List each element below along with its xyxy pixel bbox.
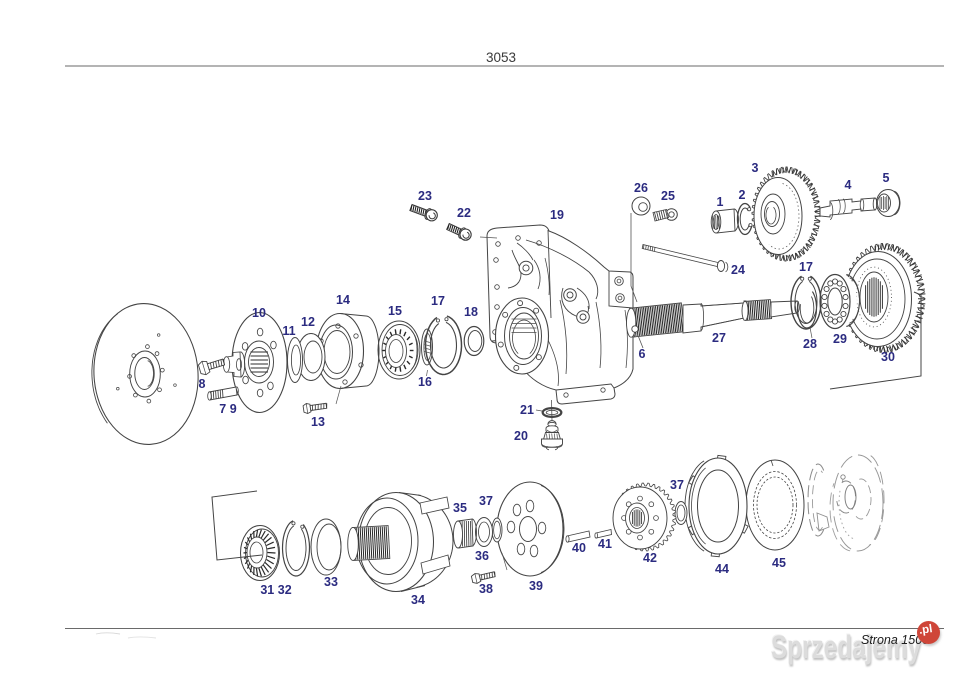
svg-text:37: 37 — [479, 494, 493, 508]
svg-text:35: 35 — [453, 501, 467, 515]
svg-text:1: 1 — [717, 195, 724, 209]
svg-text:38: 38 — [479, 582, 493, 596]
svg-text:26: 26 — [634, 181, 648, 195]
svg-text:39: 39 — [529, 579, 543, 593]
svg-text:17: 17 — [799, 260, 813, 274]
svg-text:10: 10 — [252, 306, 266, 320]
svg-text:29: 29 — [833, 332, 847, 346]
svg-text:25: 25 — [661, 189, 675, 203]
svg-text:3053: 3053 — [486, 50, 516, 65]
svg-text:31 32: 31 32 — [260, 583, 291, 597]
svg-text:3: 3 — [752, 161, 759, 175]
svg-text:45: 45 — [772, 556, 786, 570]
svg-text:40: 40 — [572, 541, 586, 555]
svg-text:6: 6 — [639, 347, 646, 361]
svg-text:2: 2 — [739, 188, 746, 202]
svg-text:23: 23 — [418, 189, 432, 203]
svg-text:8: 8 — [199, 377, 206, 391]
svg-text:42: 42 — [643, 551, 657, 565]
svg-text:11: 11 — [282, 324, 295, 338]
svg-text:37: 37 — [670, 478, 684, 492]
svg-text:7 9: 7 9 — [219, 402, 236, 416]
svg-text:33: 33 — [324, 575, 338, 589]
svg-text:19: 19 — [550, 208, 564, 222]
svg-text:34: 34 — [411, 593, 425, 607]
svg-text:27: 27 — [712, 331, 726, 345]
svg-text:12: 12 — [301, 315, 315, 329]
svg-text:15: 15 — [388, 304, 402, 318]
svg-text:17: 17 — [431, 294, 445, 308]
svg-text:24: 24 — [731, 263, 745, 277]
svg-text:13: 13 — [311, 415, 325, 429]
svg-text:4: 4 — [845, 178, 852, 192]
svg-text:16: 16 — [418, 375, 432, 389]
svg-text:30: 30 — [881, 350, 895, 364]
svg-text:41: 41 — [598, 537, 612, 551]
svg-text:21: 21 — [520, 403, 534, 417]
svg-text:36: 36 — [475, 549, 489, 563]
svg-text:28: 28 — [803, 337, 817, 351]
svg-text:5: 5 — [883, 171, 890, 185]
svg-text:20: 20 — [514, 429, 528, 443]
svg-text:18: 18 — [464, 305, 478, 319]
svg-text:22: 22 — [457, 206, 471, 220]
svg-text:14: 14 — [336, 293, 350, 307]
svg-text:44: 44 — [715, 562, 729, 576]
